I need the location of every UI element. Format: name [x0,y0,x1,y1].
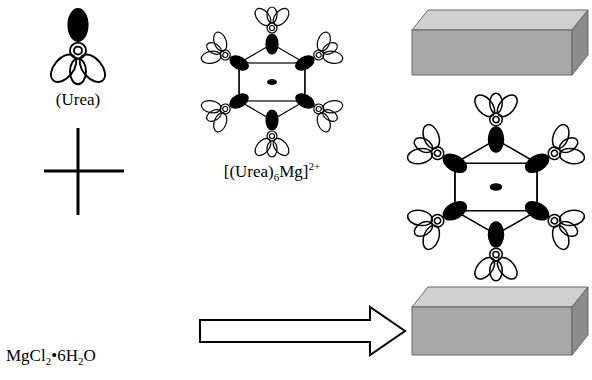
reaction-arrow [200,307,405,355]
plus-sign [44,128,124,215]
layer-slab [412,10,588,75]
chemical-label: [(Urea)6Mg]2+ [224,160,321,184]
complex-molecule [196,5,349,158]
complex-molecule [401,91,592,282]
chemical-label: MgCl2•6H2O [6,346,96,369]
urea-molecule [46,9,110,87]
chemical-label: (Urea) [56,90,100,110]
layer-slab [412,287,588,355]
